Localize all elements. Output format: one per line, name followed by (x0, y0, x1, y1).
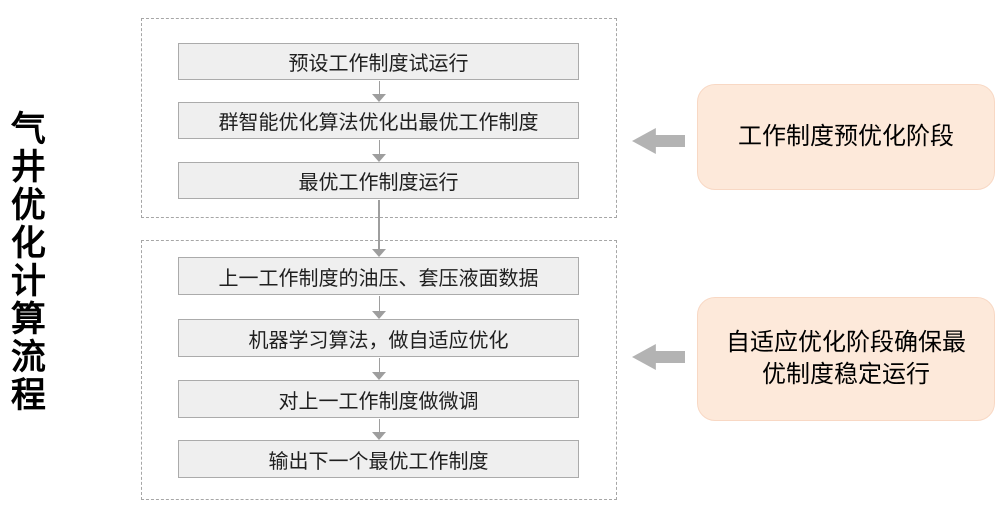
stage2-container (141, 240, 617, 500)
flow-step-output-next-regime: 输出下一个最优工作制度 (178, 440, 579, 478)
down-arrow-icon (372, 419, 386, 440)
flow-step-optimal-run: 最优工作制度运行 (178, 162, 579, 199)
left-block-arrow-icon (632, 344, 685, 370)
stage-connector-down-arrow-icon (372, 200, 386, 257)
flow-step-machine-learning: 机器学习算法，做自适应优化 (178, 319, 579, 357)
callout-pre-optimization-stage: 工作制度预优化阶段 (697, 84, 995, 190)
flow-step-fine-tune: 对上一工作制度做微调 (178, 380, 579, 418)
left-block-arrow-icon (632, 128, 685, 154)
diagram-title: 气井优化计算流程 (5, 110, 45, 414)
down-arrow-icon (372, 81, 386, 102)
down-arrow-icon (372, 358, 386, 380)
callout-adaptive-optimization-stage: 自适应优化阶段确保最优制度稳定运行 (697, 297, 995, 421)
down-arrow-icon (372, 140, 386, 162)
down-arrow-icon (372, 296, 386, 319)
flow-step-preset-trial-run: 预设工作制度试运行 (178, 43, 579, 80)
flow-step-previous-regime-data: 上一工作制度的油压、套压液面数据 (178, 257, 579, 295)
flow-step-swarm-optimization: 群智能优化算法优化出最优工作制度 (178, 102, 579, 139)
